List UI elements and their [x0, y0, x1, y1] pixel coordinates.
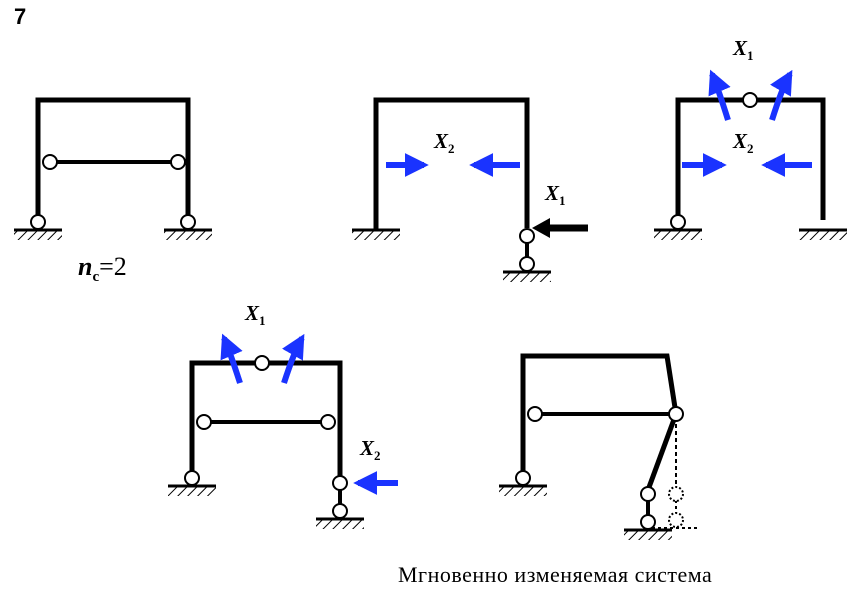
- moment-arrow-icon: [220, 333, 243, 384]
- displaced-hinge-icon: [668, 512, 684, 528]
- label-x2: X2: [433, 129, 455, 156]
- ground-hatch-icon: [499, 487, 547, 496]
- hinge-icon: [640, 486, 656, 502]
- hinge-icon: [742, 92, 758, 108]
- hinge-icon: [527, 406, 543, 422]
- hinge-icon: [519, 256, 535, 272]
- scheme-basic-system-a: [352, 97, 588, 282]
- ground-hatch-icon: [352, 231, 400, 240]
- hinged-support-icon: [184, 470, 200, 486]
- ground-hatch-icon: [624, 531, 672, 540]
- label-x1: X1: [244, 301, 266, 328]
- hinge-icon: [640, 514, 656, 530]
- hinge-icon: [254, 355, 270, 371]
- ground-hatch-icon: [654, 231, 702, 240]
- hinged-support-icon: [515, 470, 531, 486]
- ground-hatch-icon: [799, 231, 847, 240]
- hinge-icon: [320, 414, 336, 430]
- scheme-basic-system-b: [654, 69, 847, 240]
- force-arrow-icon: [532, 218, 550, 238]
- moment-arrow-icon: [769, 69, 793, 121]
- label-x1: X1: [544, 181, 566, 208]
- hinge-icon: [170, 154, 186, 170]
- moment-arrow-icon: [708, 69, 731, 121]
- label-x1: X1: [732, 36, 754, 63]
- inclined-member: [645, 413, 679, 491]
- ground-hatch-icon: [164, 231, 212, 240]
- ground-hatch-icon: [316, 520, 364, 529]
- hinged-support-icon: [30, 214, 46, 230]
- hinge-icon: [42, 154, 58, 170]
- frame-members: [675, 97, 826, 220]
- scheme-original-frame: [35, 97, 191, 222]
- hinge-icon: [519, 228, 535, 244]
- label-x2: X2: [359, 436, 381, 463]
- hinge-icon: [332, 475, 348, 491]
- scheme1-hinges: [30, 154, 196, 230]
- ground-hatch-icon: [14, 231, 62, 240]
- hinge-icon: [196, 414, 212, 430]
- hinged-support-icon: [180, 214, 196, 230]
- label-x2: X2: [732, 129, 754, 156]
- redundancy-degree-label: nc=2: [78, 252, 127, 286]
- figure-number: 7: [14, 4, 27, 29]
- hinge-icon: [332, 503, 348, 519]
- frame-members: [35, 97, 191, 222]
- ground-hatch-icon: [168, 487, 216, 496]
- ground-hatch-icon: [503, 273, 551, 282]
- hinged-support-icon: [670, 214, 686, 230]
- frame-members: [373, 97, 530, 230]
- scheme-basic-system-c: [168, 333, 398, 529]
- moment-arrow-icon: [281, 333, 305, 384]
- frame-members: [520, 353, 679, 478]
- scheme1-ground: [14, 228, 212, 240]
- hinge-icon: [668, 406, 684, 422]
- diagram-caption: Мгновенно изменяемая система: [398, 562, 713, 587]
- displaced-hinge-icon: [668, 486, 684, 502]
- scheme-unstable-system: [499, 353, 700, 540]
